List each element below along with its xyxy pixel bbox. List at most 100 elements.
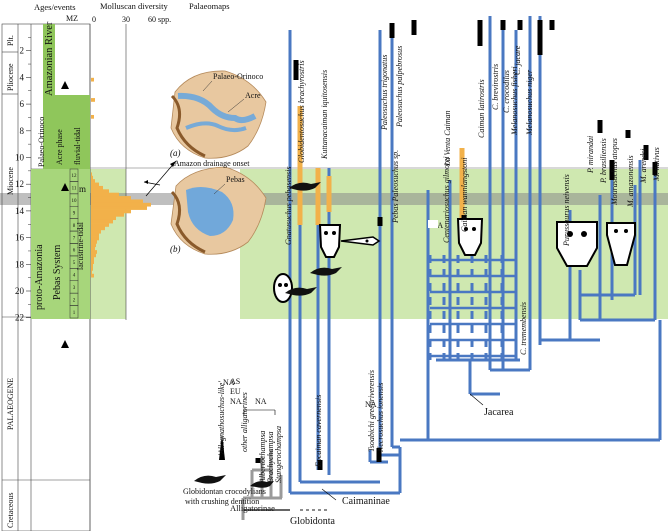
- taxon-label: M. nativus: [652, 147, 661, 182]
- range-bar: [315, 168, 321, 225]
- taxon-label: Tsoabichi greenriverensis: [367, 370, 376, 452]
- zone-label: 8: [73, 224, 76, 229]
- taxon-label: Globidentosuchus brachyrostris: [297, 60, 306, 163]
- region-label: EU: [230, 387, 241, 396]
- mollusc-bar: [91, 229, 101, 234]
- range-bar: [297, 106, 303, 168]
- mollusc-bar: [91, 202, 151, 207]
- mollusc-bar: [91, 273, 94, 278]
- range-bar: [500, 20, 506, 30]
- mollusc-bar: [91, 267, 93, 271]
- taxon-label: La Venta Caiman: [443, 110, 452, 167]
- taxon-label: Melanosuchus niger: [525, 69, 534, 136]
- mollusc-bar: [91, 189, 109, 194]
- range-bar: [376, 448, 382, 462]
- taxon-label: C. jacare: [513, 45, 522, 75]
- zone-label: 7: [73, 236, 76, 241]
- age-tick-label: 16: [15, 233, 25, 243]
- ghost-wedge: [219, 434, 225, 460]
- mollusc-bar: [91, 172, 92, 177]
- label-lacustrine-tidal: lacustrine-tidal: [76, 221, 85, 270]
- label-m: m: [79, 184, 86, 194]
- range-bar: [517, 20, 523, 30]
- mollusc-bar: [91, 253, 96, 258]
- mollusc-bar: [91, 219, 113, 224]
- mollusc-bar: [91, 196, 131, 200]
- taxon-label: Centenariosuchus gilmorei: [442, 156, 451, 243]
- map-b-label: (b): [170, 244, 181, 254]
- range-bar: [643, 145, 649, 160]
- mollusc-bar: [91, 226, 105, 231]
- skull-icon-paleosuchus: [340, 236, 381, 246]
- mollusc-bar: [91, 250, 97, 254]
- epoch-plt: Plt.: [6, 35, 15, 46]
- taxon-label: Eocaiman cavernensis: [314, 395, 323, 468]
- skull-icon-kuttanacaiman: [318, 224, 342, 258]
- mollusc-bar: [91, 192, 119, 197]
- age-tick-label: 2: [20, 46, 25, 56]
- crocodylian-icon-legend: [194, 475, 226, 484]
- taxon-label: Caiman wannlangstoni: [460, 158, 469, 232]
- mollusc-bar: [91, 206, 147, 210]
- zone-box: [69, 168, 79, 182]
- age-tick-label: 14: [15, 206, 25, 216]
- taxon-label: Mourasuchus atopus: [610, 138, 619, 206]
- mollusc-bar: [91, 239, 97, 244]
- mollusc-bar: [91, 77, 94, 82]
- taxon-label: P. brasiliensis: [599, 138, 608, 184]
- region-label: AS: [230, 377, 240, 386]
- palaeo-orinoco-column: [55, 95, 90, 169]
- epoch-palaeogene: PALAEOGENE: [6, 378, 15, 430]
- region-label: NA: [230, 397, 242, 406]
- crocodylian-icon-3: [285, 287, 317, 296]
- map-a-label: (a): [170, 148, 181, 158]
- taxon-label: M. amazonensis: [626, 155, 635, 208]
- zone-label: 9: [73, 211, 76, 216]
- zone-label: 12: [72, 174, 78, 179]
- taxon-label: Melanosuchus fisheri: [510, 66, 519, 136]
- taxon-label: Necrosuchus ionensis: [376, 383, 385, 453]
- zone-label: 10: [72, 199, 78, 204]
- mollusc-bar: [91, 216, 116, 221]
- drainage-onset-label: Amazon drainage onset: [174, 159, 250, 168]
- crocodylian-icon-alligatorinae: [250, 481, 274, 488]
- legend-note-line2: with crushing dentition: [185, 497, 259, 506]
- clade-jacarea: Jacarea: [484, 407, 514, 418]
- age-tick-label: 20: [15, 286, 25, 296]
- outgroup-label: Albertochampsa: [258, 431, 267, 484]
- range-bar: [377, 217, 383, 226]
- age-tick-label: 10: [15, 153, 25, 163]
- region-label: NA: [365, 400, 377, 409]
- zone-label: 11: [72, 187, 77, 192]
- taxon-label: Purussaurus neivensis: [562, 174, 571, 247]
- zone-label: 6: [73, 249, 76, 254]
- mollusc-bar: [91, 98, 95, 102]
- taxon-label: Kuttanacaiman iquitosensis: [320, 70, 329, 160]
- mollusc-bar: [91, 209, 131, 214]
- clade-caimaninae: Caimaninae: [342, 496, 390, 507]
- range-bar: [317, 460, 323, 470]
- mollusc-bar: [91, 260, 94, 264]
- taxon-label: P. mirandai: [586, 136, 595, 174]
- age-tick-label: 12: [15, 179, 24, 189]
- range-bar: [537, 20, 543, 55]
- header-mollusc-diversity: Molluscan diversity: [100, 1, 169, 11]
- taxon-label: Pebas Paleosuchus sp.: [391, 150, 400, 224]
- zone-label: 1: [73, 311, 76, 316]
- map-acre-label: Acre: [245, 91, 261, 100]
- mollusc-tick-30: 30: [122, 15, 130, 24]
- range-bar: [411, 20, 417, 35]
- age-tick-label: 6: [20, 99, 25, 109]
- skull-icon-purussaurus: [556, 221, 598, 267]
- mollusc-tick-60: 60 spp.: [148, 15, 171, 24]
- palaeomap-a: [170, 70, 267, 159]
- range-bar: [459, 148, 465, 222]
- range-bar: [477, 20, 483, 46]
- age-tick-label: 18: [15, 259, 25, 269]
- label-acre-phase: Acre phase: [55, 129, 64, 165]
- age-tick-label: 4: [20, 72, 25, 82]
- outgroup-label: other alligatorines: [240, 392, 249, 452]
- mollusc-bar: [91, 114, 94, 119]
